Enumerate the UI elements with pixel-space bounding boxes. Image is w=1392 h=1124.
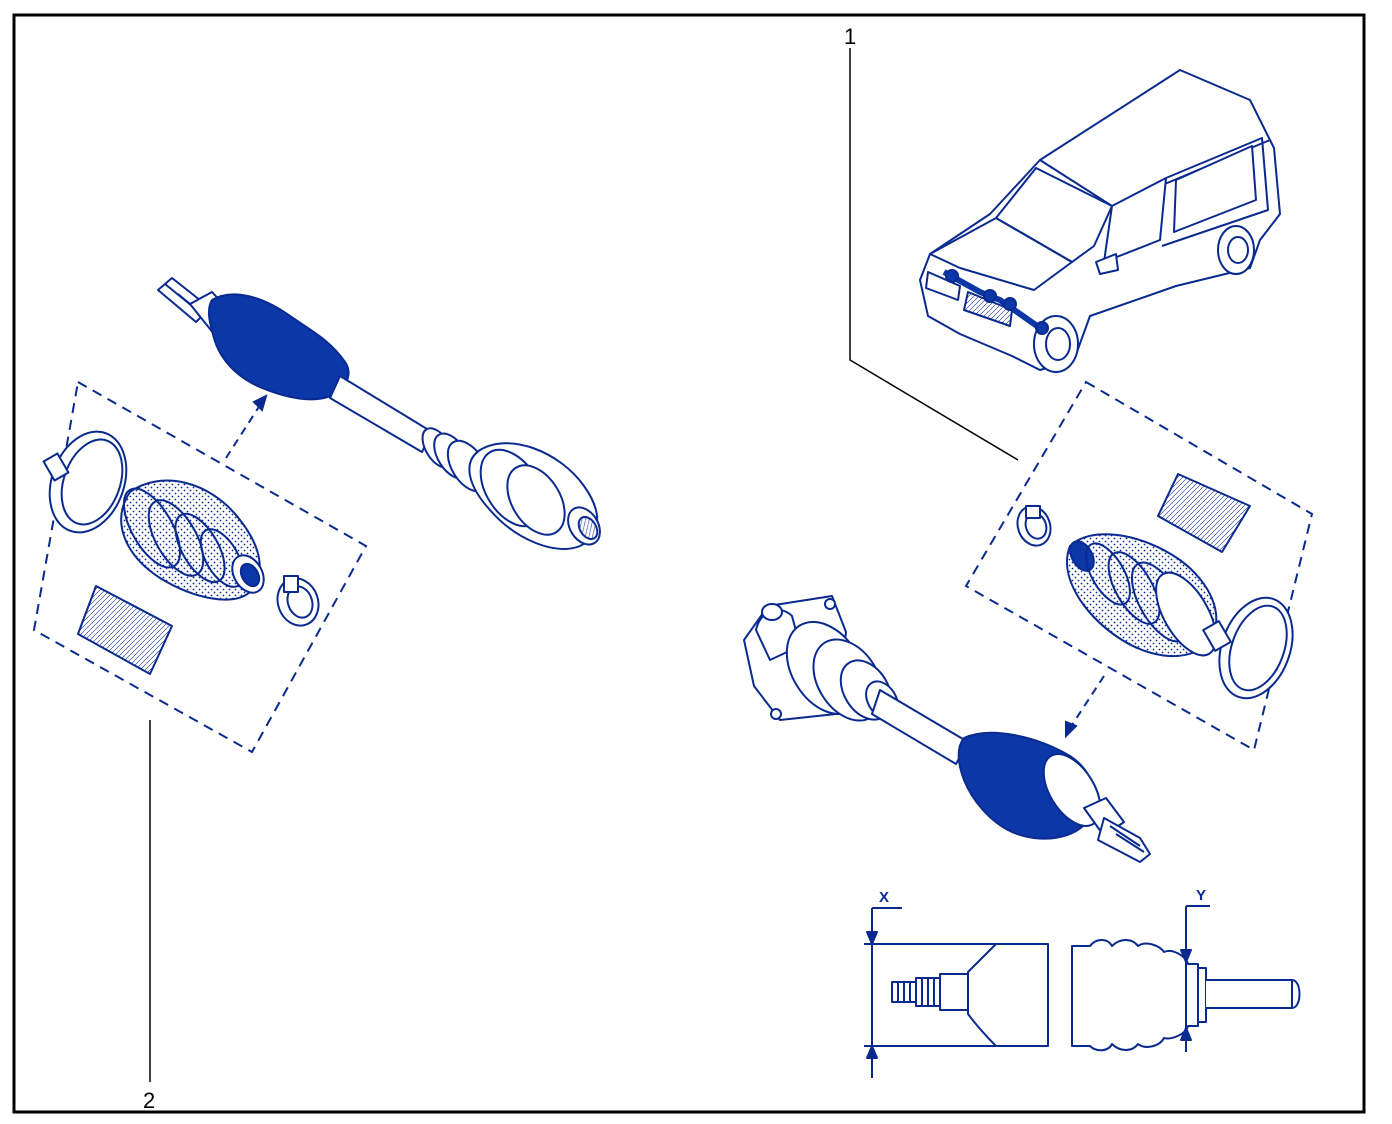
left-kit-contents xyxy=(42,430,320,675)
left-kit-grease-sachet xyxy=(77,585,173,675)
van-illustration xyxy=(919,69,1281,373)
right-kit-arrow xyxy=(1065,675,1105,739)
dimension-y-label: Y xyxy=(1196,887,1206,904)
callout-1-label: 1 xyxy=(844,24,856,49)
right-kit-small-clamp xyxy=(1016,505,1052,547)
van-side-window xyxy=(1103,177,1167,263)
right-driveshaft xyxy=(743,595,1151,863)
callout-1-leader xyxy=(849,48,1019,461)
callout-2-label: 2 xyxy=(143,1088,155,1113)
dimension-x-marker xyxy=(864,907,996,1078)
right-kit-grease-sachet xyxy=(1157,473,1251,553)
left-shaft-inner-boot xyxy=(421,427,490,493)
boot-position-detail xyxy=(864,905,1301,1078)
callout-leaders xyxy=(149,48,1019,1082)
right-shaft-bar xyxy=(871,689,969,765)
left-kit-box xyxy=(32,380,368,754)
right-kit-box xyxy=(964,380,1314,752)
left-shaft-bar xyxy=(329,375,433,453)
detail-bell-housing xyxy=(967,943,1049,1047)
diagram-border xyxy=(12,13,1366,1114)
right-kit-contents xyxy=(1016,473,1294,700)
left-kit-small-clamp xyxy=(276,575,320,627)
right-shaft-splined-end xyxy=(1083,797,1151,863)
right-kit-large-clamp xyxy=(1202,596,1294,700)
left-kit-boot xyxy=(120,479,265,601)
right-kit-boot xyxy=(1066,533,1218,658)
left-shaft-tripod-housing xyxy=(468,442,601,550)
dimension-y-marker xyxy=(1180,905,1210,1052)
left-kit-arrow xyxy=(225,394,268,459)
dimension-x-label: X xyxy=(879,889,889,906)
left-kit-large-clamp xyxy=(42,430,128,534)
left-shaft-boot xyxy=(207,293,350,401)
left-driveshaft xyxy=(157,277,601,550)
detail-boot xyxy=(1071,939,1199,1052)
